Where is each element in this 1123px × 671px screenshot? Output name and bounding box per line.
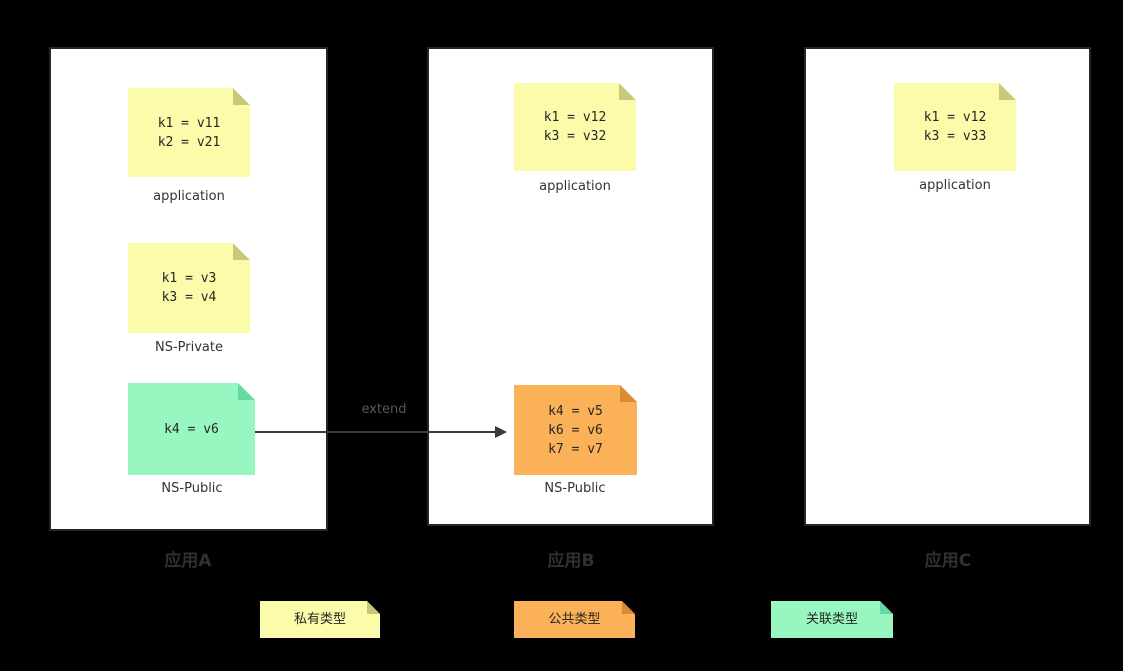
- note-line: k1 = v12: [543, 110, 607, 125]
- note-application-a: k1 = v11 k2 = v21: [128, 88, 250, 177]
- note-line: k1 = v11: [157, 115, 221, 131]
- note-fold-corner: [367, 601, 380, 614]
- note-line: k3 = v4: [161, 290, 217, 305]
- note-line: k1 = v3: [161, 271, 217, 286]
- panel-title-app-c: 应用C: [924, 551, 972, 571]
- note-ns-public-b: k4 = v5 k6 = v6 k7 = v7: [514, 385, 637, 475]
- legend-note-related: 关联类型: [771, 601, 893, 638]
- legend-note-private: 私有类型: [260, 601, 380, 638]
- note-line: k3 = v32: [543, 129, 607, 144]
- note-label-ns-public-a: NS-Public: [161, 481, 223, 496]
- note-label-ns-public-b: NS-Public: [544, 481, 606, 496]
- note-line: k1 = v12: [923, 110, 987, 125]
- note-line: k2 = v21: [157, 134, 221, 150]
- extend-arrow-label: extend: [361, 402, 407, 417]
- note-line: k3 = v33: [923, 129, 987, 144]
- note-line: k7 = v7: [548, 441, 603, 457]
- note-label-ns-private-a: NS-Private: [155, 340, 223, 355]
- note-ns-public-a: k4 = v6: [128, 383, 255, 475]
- note-fold-corner: [622, 601, 635, 614]
- legend-note-public: 公共类型: [514, 601, 635, 638]
- note-line: k4 = v5: [548, 403, 603, 419]
- extend-arrow: [255, 431, 497, 433]
- note-line: k6 = v6: [548, 422, 603, 438]
- note-application-c: k1 = v12 k3 = v33: [894, 83, 1016, 171]
- note-label-application-c: application: [919, 178, 991, 193]
- legend-label: 公共类型: [548, 612, 601, 627]
- note-label-application-a: application: [153, 189, 225, 204]
- panel-title-app-b: 应用B: [547, 551, 595, 571]
- legend-label: 关联类型: [805, 612, 858, 627]
- note-label-application-b: application: [539, 179, 611, 194]
- note-line: k4 = v6: [164, 421, 219, 437]
- note-fold-corner: [880, 601, 893, 614]
- note-application-b: k1 = v12 k3 = v32: [514, 83, 636, 171]
- panel-title-app-a: 应用A: [164, 551, 212, 571]
- note-ns-private-a: k1 = v3 k3 = v4: [128, 243, 250, 333]
- legend-label: 私有类型: [293, 612, 346, 627]
- extend-arrowhead-icon: [495, 426, 507, 438]
